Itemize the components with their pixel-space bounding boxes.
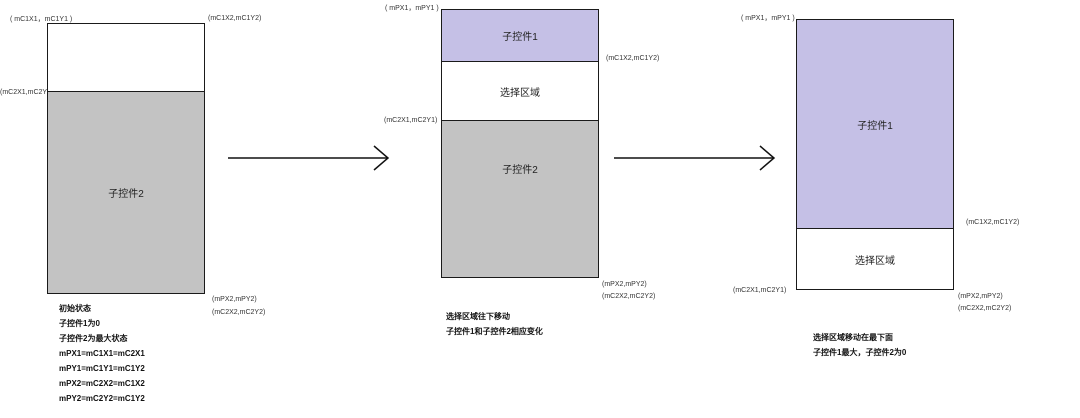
stage1-selection-area xyxy=(48,24,204,91)
stage3-container: 子控件1 选择区域 xyxy=(796,19,954,290)
stage1-bottom-right-coord-1: (mPX2,mPY2) xyxy=(212,296,257,303)
stage3-selection-area: 选择区域 xyxy=(797,228,953,289)
stage1-note: mPX1=mC1X1=mC2X1 xyxy=(59,349,145,358)
stage1-mid-left-coord: (mC2X1,mC2Y1) xyxy=(0,89,54,96)
stage2-note: 选择区域往下移动 xyxy=(446,312,510,321)
stage1-top-right-coord: (mC1X2,mC1Y2) xyxy=(208,15,262,22)
stage2-container: 子控件1 选择区域 子控件2 xyxy=(441,9,599,278)
stage3-bottom-right-coord-1: (mPX2,mPY2) xyxy=(958,293,1003,300)
stage3-top-right-coord: (mC1X2,mC1Y2) xyxy=(966,219,1020,226)
stage3-child1: 子控件1 xyxy=(797,20,953,228)
stage2-top-right-coord: (mC1X2,mC1Y2) xyxy=(606,55,660,62)
stage2-note: 子控件1和子控件2相应变化 xyxy=(446,327,543,336)
stage1-note: mPY1=mC1Y1=mC1Y2 xyxy=(59,364,145,373)
stage3-notes: 选择区域移动在最下面 子控件1最大，子控件2为0 xyxy=(813,330,906,360)
stage1-notes: 初始状态 子控件1为0 子控件2为最大状态 mPX1=mC1X1=mC2X1 m… xyxy=(59,301,145,406)
stage3-note: 选择区域移动在最下面 xyxy=(813,333,893,342)
stage2-child1: 子控件1 xyxy=(442,10,598,61)
stage1-child2-label: 子控件2 xyxy=(108,189,144,200)
stage3-note: 子控件1最大，子控件2为0 xyxy=(813,348,907,357)
stage2-bottom-right-coord-2: (mC2X2,mC2Y2) xyxy=(602,293,656,300)
stage2-child1-label: 子控件1 xyxy=(502,32,538,43)
stage1-note: mPY2=mC2Y2=mC1Y2 xyxy=(59,394,145,403)
stage1-container: 子控件2 xyxy=(47,23,205,294)
stage1-bottom-right-coord-2: (mC2X2,mC2Y2) xyxy=(212,309,266,316)
stage2-selection-area: 选择区域 xyxy=(442,61,598,121)
stage1-top-left-coord: ( mC1X1，mC1Y1 ) xyxy=(10,16,73,23)
stage2-selection-label: 选择区域 xyxy=(500,88,540,99)
stage3-bottom-right-coord-2: (mC2X2,mC2Y2) xyxy=(958,305,1012,312)
stage2-top-left-coord: ( mPX1，mPY1 ) xyxy=(385,5,439,12)
stage2-bottom-right-coord-1: (mPX2,mPY2) xyxy=(602,281,647,288)
stage2-child2: 子控件2 xyxy=(442,120,598,277)
stage3-selection-label: 选择区域 xyxy=(855,255,895,267)
stage1-child2: 子控件2 xyxy=(48,91,204,293)
stage3-child1-label: 子控件1 xyxy=(857,120,893,132)
stage1-note: 初始状态 xyxy=(59,304,91,313)
stage2-child2-label: 子控件2 xyxy=(502,165,538,176)
stage3-mid-left-coord: (mC2X1,mC2Y1) xyxy=(733,287,787,294)
stage1-note: 子控件2为最大状态 xyxy=(59,334,128,343)
stage1-note: 子控件1为0 xyxy=(59,319,100,328)
stage2-notes: 选择区域往下移动 子控件1和子控件2相应变化 xyxy=(446,309,543,339)
stage3-top-left-coord: ( mPX1，mPY1 ) xyxy=(741,15,795,22)
stage2-mid-left-coord: (mC2X1,mC2Y1) xyxy=(384,117,438,124)
arrow-right-icon xyxy=(228,145,390,171)
stage1-note: mPX2=mC2X2=mC1X2 xyxy=(59,379,145,388)
arrow-right-icon xyxy=(614,145,776,171)
